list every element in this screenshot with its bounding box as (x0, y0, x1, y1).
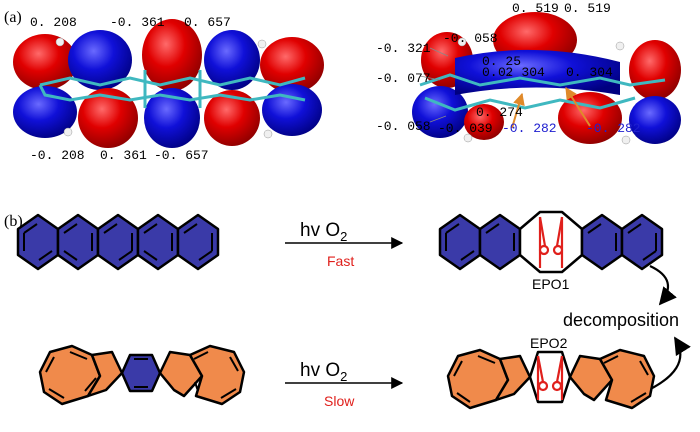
pentacene-structure (16, 213, 220, 271)
right-inner-value-4: -0. 039 (438, 121, 493, 136)
right-inner-value-3: 0. 274 (476, 105, 523, 120)
right-blue-value-1: -0. 282 (502, 121, 557, 136)
right-left-value-3: -0. 077 (376, 71, 431, 86)
right-inner-value-1: 0. 304 (498, 65, 545, 80)
panel-b-label: (b) (4, 213, 23, 230)
left-bottom-value-1: -0. 208 (30, 148, 85, 163)
bottom-reactant-structure (38, 344, 246, 406)
right-left-value-2: -0. 058 (443, 31, 498, 46)
right-top-value-2: 0. 519 (564, 1, 611, 16)
right-partial-value-1: 0. 25 (482, 54, 521, 69)
left-top-value-3: 0. 657 (184, 15, 231, 30)
epo1-structure (438, 210, 664, 274)
decomposition-label: decomposition (563, 310, 679, 330)
right-left-value-4: -0. 058 (376, 119, 431, 134)
left-bottom-value-3: -0. 657 (154, 148, 209, 163)
epo1-decomposition-arrow (649, 265, 677, 306)
right-blue-value-2: -0. 282 (586, 121, 641, 136)
top-reagent: hv O2 (300, 220, 347, 244)
left-top-value-1: 0. 208 (30, 15, 77, 30)
left-top-value-2: -0. 361 (110, 15, 165, 30)
epo2-structure (446, 348, 656, 410)
top-speed-label: Fast (327, 253, 354, 269)
right-inner-value-2: 0. 304 (566, 65, 613, 80)
epo1-label: EPO1 (532, 276, 570, 292)
epo2-label: EPO2 (530, 335, 568, 351)
right-top-value-1: 0. 519 (512, 1, 559, 16)
bottom-reagent: hv O2 (300, 360, 347, 384)
right-orbital-image (412, 12, 681, 145)
left-bottom-value-2: 0. 361 (100, 148, 147, 163)
right-partial-value-2: 0. 2 (482, 65, 513, 80)
bottom-speed-label: Slow (324, 393, 355, 409)
panel-a-label: (a) (4, 9, 22, 26)
left-orbital-image (13, 19, 324, 148)
right-left-value-1: -0. 321 (376, 41, 431, 56)
